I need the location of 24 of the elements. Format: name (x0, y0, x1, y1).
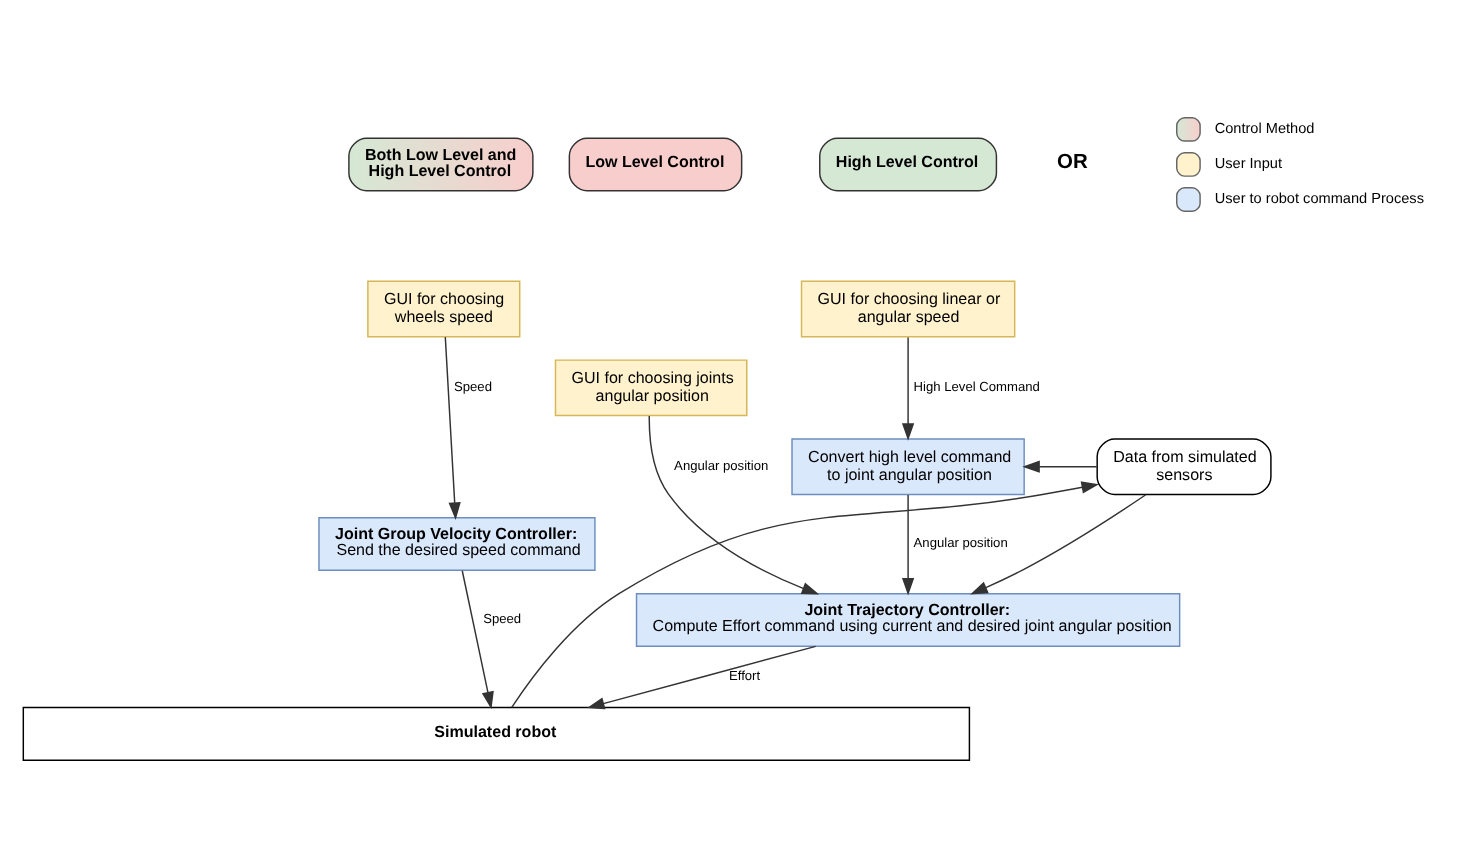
node-box: Low Level Control (568, 137, 743, 192)
label: OR (1057, 152, 1088, 175)
arrow (587, 645, 817, 710)
legend-label: Control Method (1214, 119, 1315, 138)
node-box: GUI for choosing wheels speed (367, 280, 521, 338)
arrow (970, 494, 1147, 595)
arrow (511, 481, 1099, 709)
node-box: GUI for choosing joints angular position (554, 359, 748, 417)
node-box: High Level Control (819, 137, 998, 192)
node-box: Joint Group Velocity Controller: Send the desired speed command (318, 517, 596, 572)
node-box: Data from simulated sensors (1096, 438, 1272, 496)
node-box: GUI for choosing linear or angular speed (800, 280, 1016, 338)
node-box: Joint Trajectory Controller: Compute Effort command using current and desired joint angular position (635, 593, 1181, 647)
arrow (444, 336, 461, 520)
node-box: Simulated robot (22, 706, 971, 761)
arrow (901, 494, 915, 596)
arrow (461, 570, 494, 710)
arrow (1022, 460, 1098, 473)
node-box: Convert high level command to joint angular position (791, 438, 1025, 496)
node-box: Both Low Level and High Level Control (348, 137, 534, 192)
legend-label: User Input (1214, 154, 1283, 173)
legend-label: User to robot command Process (1214, 189, 1424, 208)
arrow (901, 336, 915, 441)
arrow (648, 415, 820, 595)
